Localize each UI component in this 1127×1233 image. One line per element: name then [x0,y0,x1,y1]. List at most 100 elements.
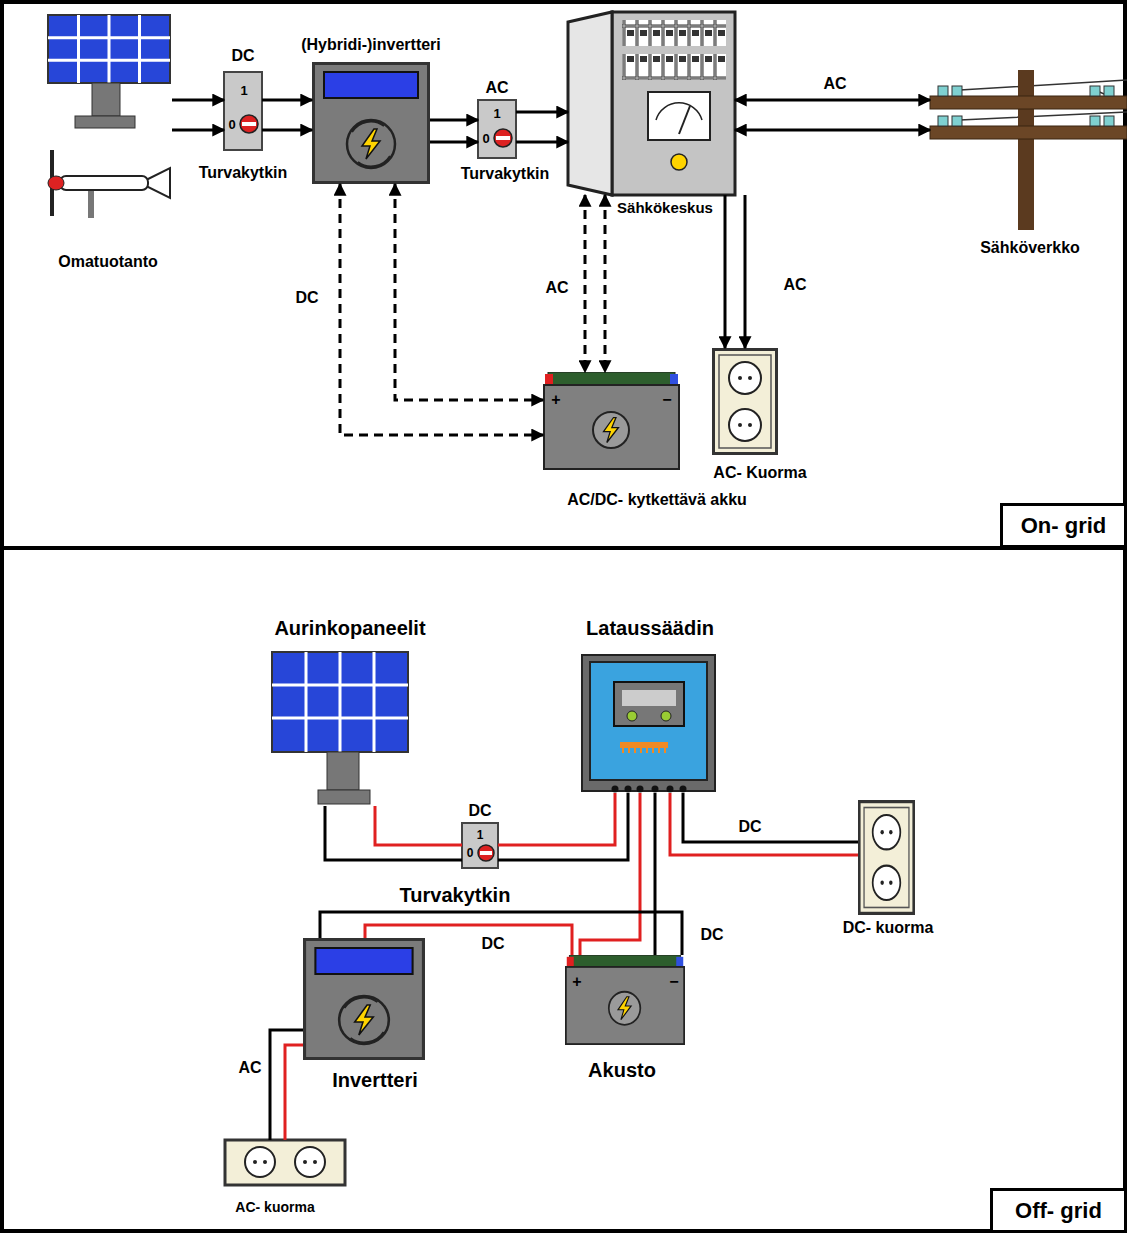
component-label: 0 [228,118,235,131]
component-label: DC- kuorma [843,920,934,936]
edge-label: AC [542,280,571,296]
component-label: 0 [482,132,489,145]
parallel-wire [584,195,587,372]
parallel-wire [498,793,628,860]
safety-switch [478,100,516,158]
parallel-wire [430,141,478,144]
inverter: Invertteri [303,938,425,1060]
component-label: Lataussäädin [586,618,714,638]
connector [285,1045,303,1140]
edge-label: DC [735,819,764,835]
edge-label: AC [820,76,849,92]
component-label: Turvakytkin [400,885,511,905]
component-label: DC [231,48,254,64]
component-label: 1 [477,829,484,841]
source-group: Omatuotanto [40,15,172,220]
connector [516,111,568,114]
ac-load: AC- kuorma [225,1140,345,1185]
component-label: AC [485,80,508,96]
edge-label: AC [780,277,809,293]
panel-title: On- grid [1021,515,1107,537]
component-label: Sähköverkko [980,240,1080,256]
component-label: Aurinkopaneelit [274,618,425,638]
edge-label: DC [697,927,726,943]
parallel-wire [744,195,747,348]
outlet-symbol [225,1140,345,1185]
charge-controller [582,655,715,793]
safety-switch: DC10Turvakytkin [462,823,498,868]
component-label: + [551,392,560,408]
component-label: AC- kuorma [235,1200,314,1214]
parallel-wire [654,793,657,955]
parallel-wire [683,793,858,842]
ac-load: AC- Kuorma [712,348,778,455]
connector [365,925,572,955]
battery: +−AC/DC- kytkettävä akku [543,372,680,470]
safety-switch: AC10Turvakytkin [478,100,516,158]
component-label: AC- Kuorma [713,465,806,481]
component-label: (Hybridi-)invertteri [301,37,441,53]
component-label: Turvakytkin [199,165,288,181]
outlet-symbol [859,802,913,914]
inverter-symbol [314,64,429,183]
connector [375,806,462,845]
panel-tag: Off- grid [990,1188,1127,1233]
component-label: DC [468,803,491,819]
connector [604,195,607,372]
connector [670,793,858,855]
safety-switch [462,823,498,868]
connector [395,184,543,400]
parallel-wire [270,1030,303,1140]
battery-symbol [566,955,684,1044]
dc-load: DC- kuorma [858,800,915,915]
distribution-board [568,12,735,195]
component-label: Invertteri [332,1070,418,1090]
connector [580,793,640,955]
solar-panel [48,15,170,128]
battery: +−Akusto [565,955,685,1045]
distribution-board: Sähkökeskus [568,12,735,195]
parallel-wire [320,912,682,955]
connector [172,99,224,102]
parallel-wire [325,806,462,860]
power-grid: Sähköverkko [930,70,1127,230]
outlet-symbol [714,350,777,454]
edge-label: DC [478,936,507,952]
component-label: Omatuotanto [58,254,158,270]
connector [430,119,478,122]
component-label: Turvakytkin [461,166,550,182]
connector [498,793,615,845]
component-label: − [669,974,678,990]
connector [724,195,727,348]
component-label: 1 [493,107,500,120]
component-label: − [662,392,671,408]
parallel-wire [735,129,930,132]
safety-switch: DC10Turvakytkin [224,72,262,150]
inverter-symbol [305,940,424,1059]
charge-controller: Lataussäädin [582,655,715,793]
parallel-wire [516,141,568,144]
solar-panel: Aurinkopaneelit [270,650,410,806]
component-label: Akusto [588,1060,656,1080]
component-label: 0 [467,847,474,859]
component-label: 1 [240,84,247,97]
connector [262,99,312,102]
component-label: AC/DC- kytkettävä akku [567,492,747,508]
panel-title: Off- grid [1015,1200,1102,1222]
safety-switch [224,72,262,150]
battery-symbol [544,372,679,469]
component-label: Sähkökeskus [617,200,713,215]
power-pole [930,70,1127,230]
wind-turbine [48,150,170,218]
parallel-wire [172,129,224,132]
panel-tag: On- grid [1000,503,1127,548]
solar-panel [272,652,408,804]
parallel-wire [262,129,312,132]
parallel-wire [340,184,543,435]
edge-label: DC [292,290,321,306]
inverter: (Hybridi-)invertteri [312,62,430,184]
component-label: + [572,974,581,990]
edge-label: AC [235,1060,264,1076]
